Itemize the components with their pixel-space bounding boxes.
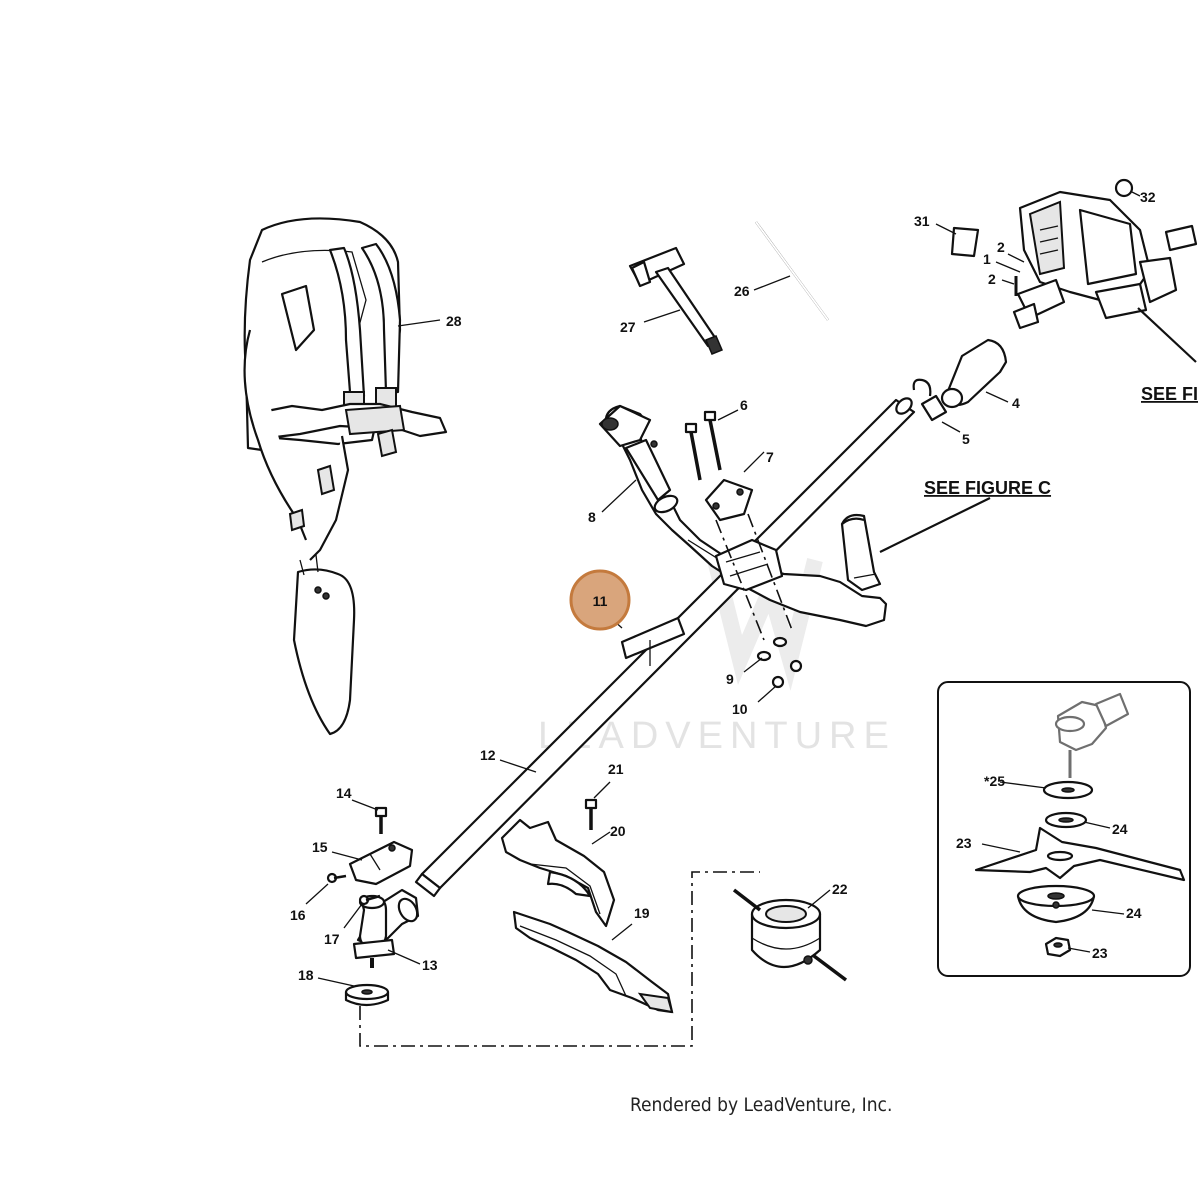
clamp-4 xyxy=(940,338,1008,409)
callout-6[interactable]: 6 xyxy=(740,397,748,413)
inset-gear-head xyxy=(1054,692,1130,778)
harness-28 xyxy=(243,217,448,736)
screw-14 xyxy=(374,806,388,834)
nut-23 xyxy=(1044,936,1072,958)
footer-text: Rendered by LeadVenture, Inc. xyxy=(630,1094,892,1116)
callout-1[interactable]: 1 xyxy=(983,251,991,267)
callout-11[interactable]: 11 xyxy=(593,593,608,609)
wrench-29 xyxy=(628,246,723,355)
callout-28[interactable]: 28 xyxy=(446,313,462,329)
callout-7[interactable]: 7 xyxy=(766,449,774,465)
callout-31[interactable]: 31 xyxy=(914,213,930,229)
callout-5[interactable]: 5 xyxy=(962,431,970,447)
callout-10[interactable]: 10 xyxy=(732,701,748,717)
guard-19 xyxy=(512,910,674,1014)
callout-25[interactable]: 23 xyxy=(956,835,972,851)
handlebar-8 xyxy=(598,404,888,628)
callout-30[interactable]: 26 xyxy=(734,283,750,299)
blade-25 xyxy=(974,826,1186,882)
guard-20 xyxy=(500,818,616,928)
callout-15[interactable]: 15 xyxy=(312,839,328,855)
callout-12[interactable]: 12 xyxy=(480,747,496,763)
callout-26[interactable]: 24 xyxy=(1112,821,1128,837)
hanger-5 xyxy=(912,378,948,422)
callout-14[interactable]: 14 xyxy=(336,785,352,801)
bolts-6 xyxy=(684,410,722,481)
callout-16[interactable]: 16 xyxy=(290,907,306,923)
screw-21 xyxy=(584,798,598,830)
callout-17[interactable]: 17 xyxy=(324,931,340,947)
figure-ref-c[interactable]: SEE FIGURE C xyxy=(924,478,1051,498)
callout-2a[interactable]: 2 xyxy=(997,239,1005,255)
engine-head xyxy=(1012,190,1198,330)
callout-18[interactable]: 18 xyxy=(298,967,314,983)
callout-27[interactable]: *25 xyxy=(984,773,1005,789)
callout-19[interactable]: 19 xyxy=(634,905,650,921)
clamp-15 xyxy=(348,840,414,886)
plate-7 xyxy=(704,478,754,522)
callout-4[interactable]: 4 xyxy=(1012,395,1020,411)
highlight-circle-11[interactable] xyxy=(569,569,631,631)
callout-23[interactable]: 23 xyxy=(1092,945,1108,961)
rear-grip xyxy=(840,513,882,592)
inset-box xyxy=(937,681,1191,977)
callout-29[interactable]: 27 xyxy=(620,319,636,335)
screw-17 xyxy=(358,894,381,906)
callout-21[interactable]: 21 xyxy=(608,761,624,777)
trimmer-head-22 xyxy=(732,888,848,982)
holder-18 xyxy=(344,983,390,1007)
screw-16 xyxy=(326,872,347,884)
callout-20[interactable]: 20 xyxy=(610,823,626,839)
callout-22[interactable]: 22 xyxy=(832,881,848,897)
callout-8[interactable]: 8 xyxy=(588,509,596,525)
figure-ref-right[interactable]: SEE FI xyxy=(1141,384,1198,404)
callout-32[interactable]: 32 xyxy=(1140,189,1156,205)
callout-24[interactable]: 24 xyxy=(1126,905,1142,921)
cup-24 xyxy=(1016,884,1096,924)
shaft-12 xyxy=(414,397,916,898)
callout-9[interactable]: 9 xyxy=(726,671,734,687)
callout-13[interactable]: 13 xyxy=(422,957,438,973)
callout-2b[interactable]: 2 xyxy=(988,271,996,287)
gear-head-13 xyxy=(352,888,420,968)
